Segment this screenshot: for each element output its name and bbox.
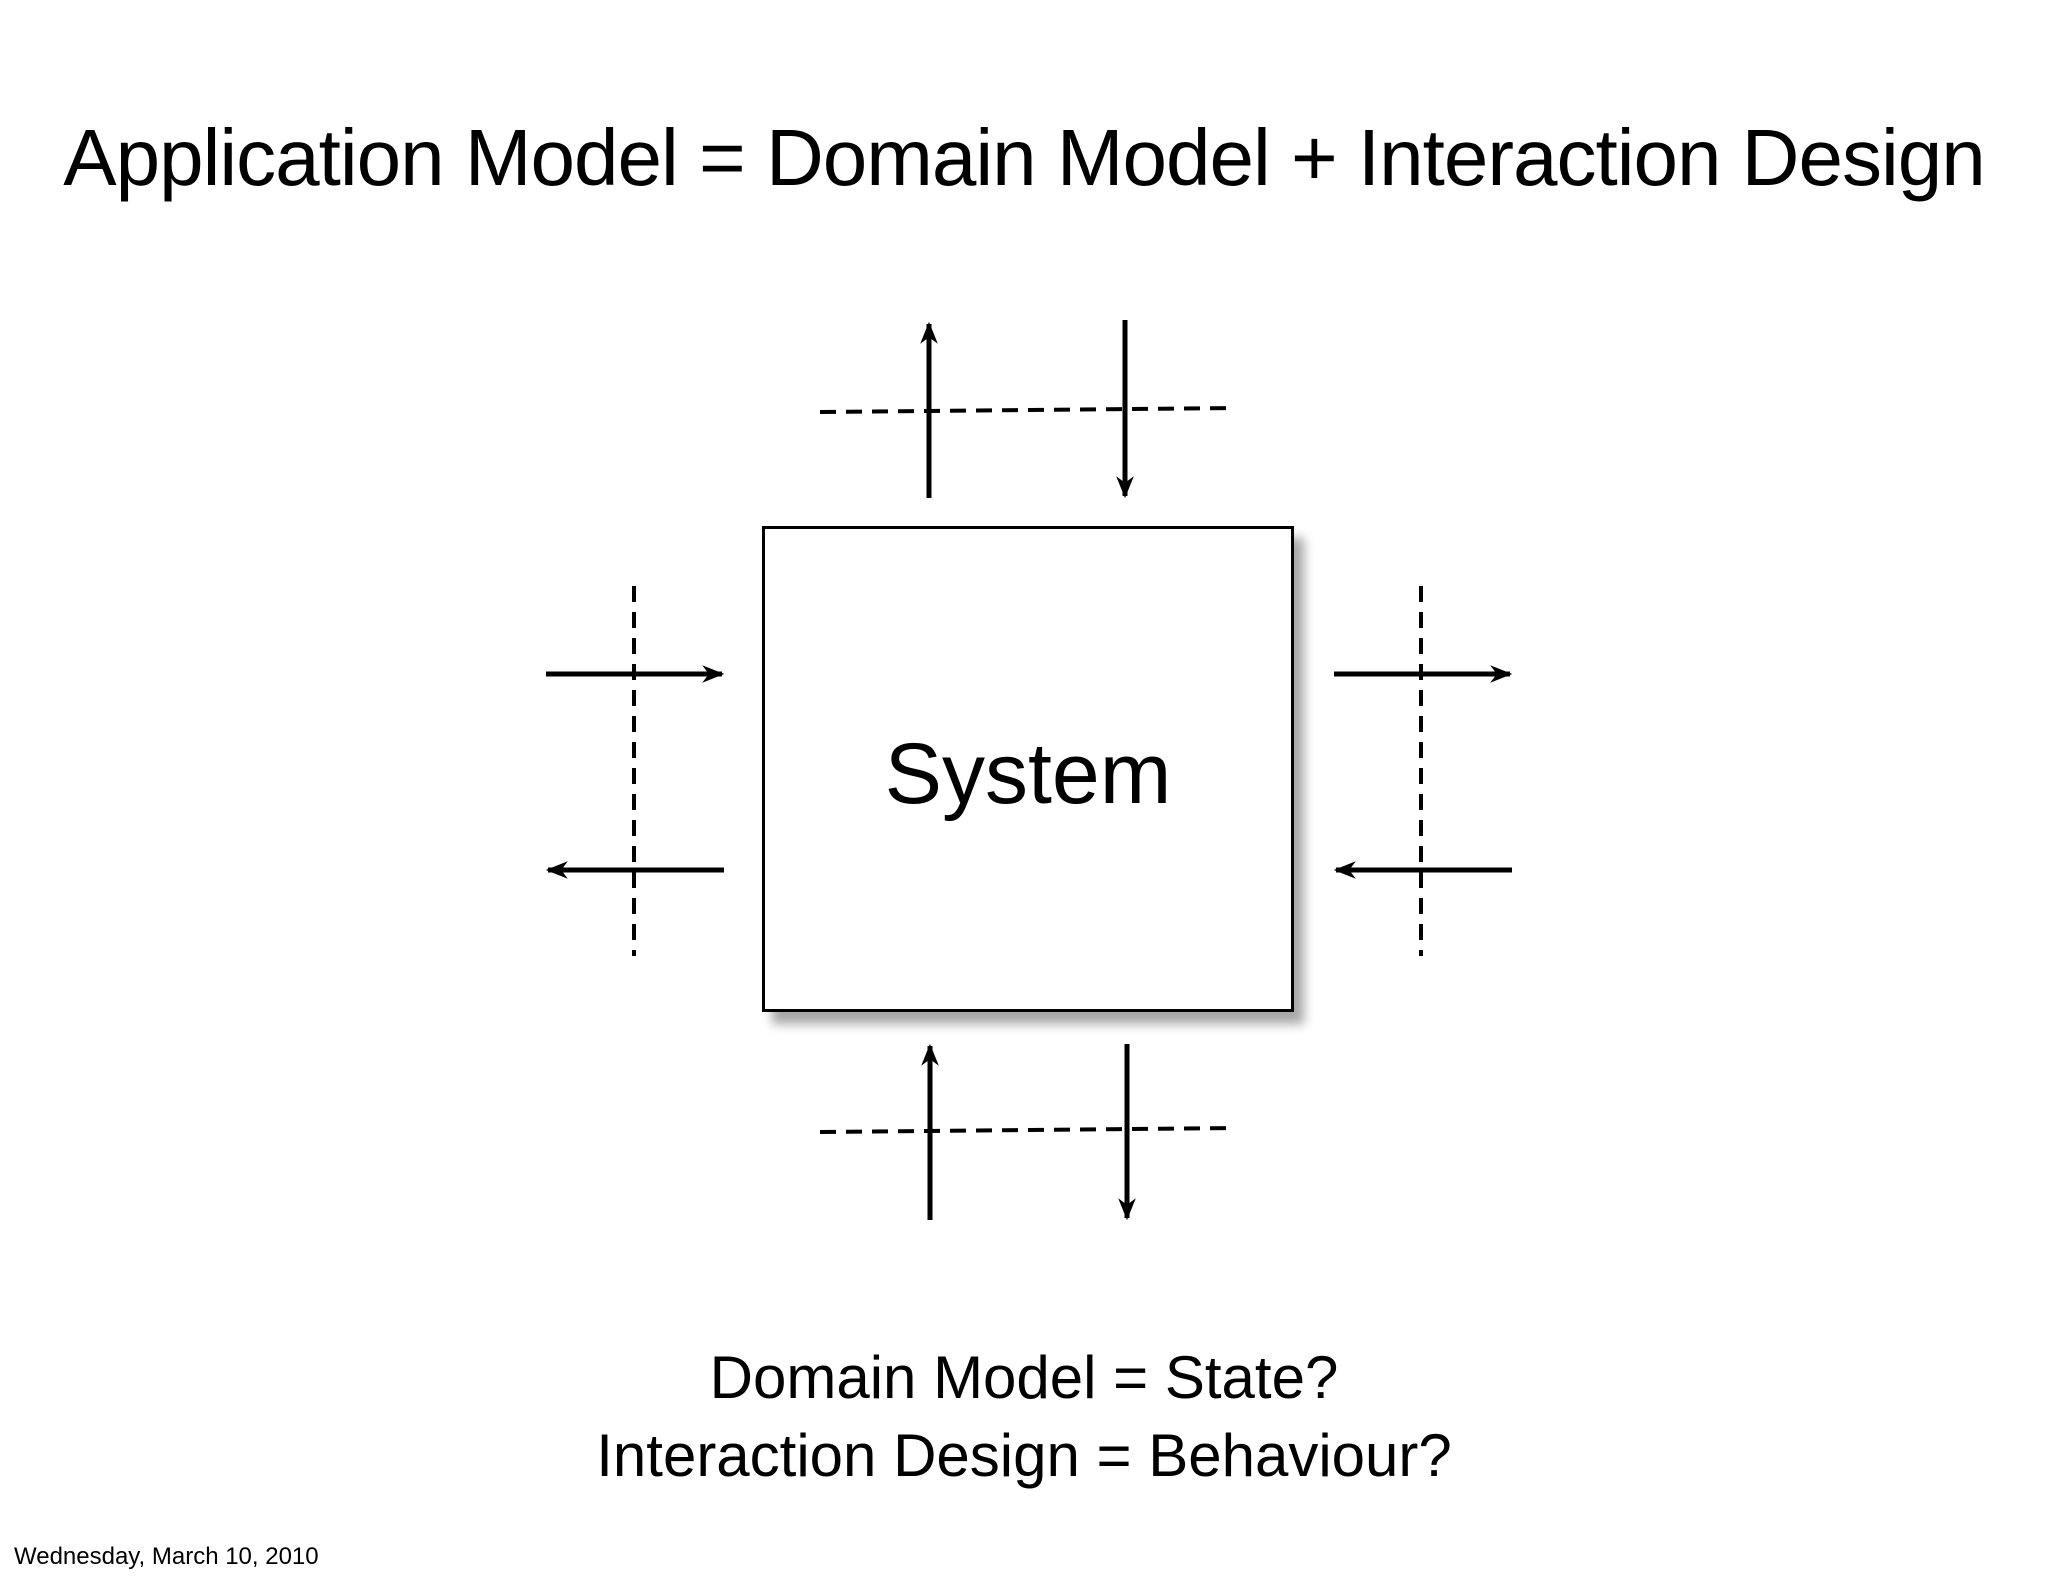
top-boundary-line bbox=[819, 406, 1237, 414]
caption-interaction-design: Interaction Design = Behaviour? bbox=[596, 1422, 1452, 1489]
system-box: System bbox=[762, 526, 1294, 1012]
slide-title: Application Model = Domain Model + Inter… bbox=[63, 113, 1985, 202]
caption-domain-model: Domain Model = State? bbox=[709, 1344, 1339, 1411]
bottom-boundary-line bbox=[819, 1126, 1237, 1134]
footer-date: Wednesday, March 10, 2010 bbox=[14, 1543, 319, 1570]
system-label: System bbox=[884, 726, 1172, 822]
